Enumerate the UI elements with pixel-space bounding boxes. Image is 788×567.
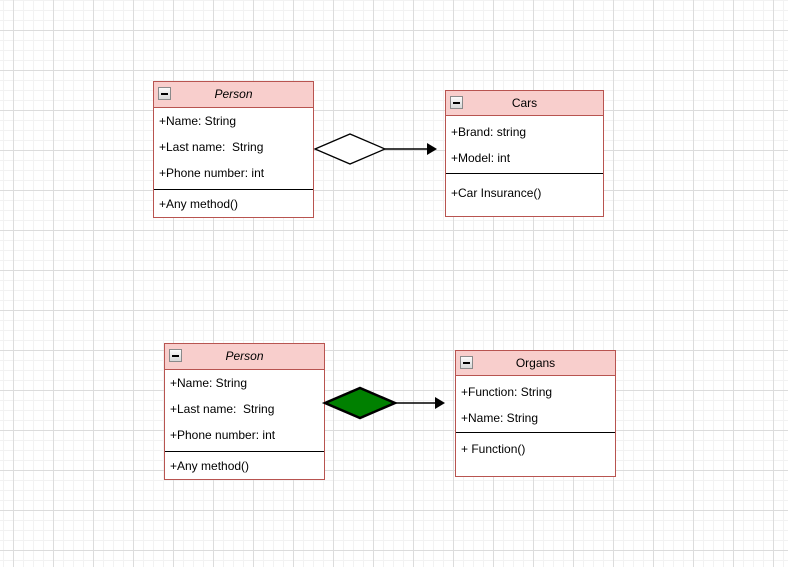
class-title: Organs xyxy=(515,356,556,370)
methods-compartment: +Any method() xyxy=(154,189,313,217)
minus-glyph xyxy=(463,362,470,364)
arrowhead-icon xyxy=(427,143,437,155)
minus-glyph xyxy=(161,93,168,95)
method-row: +Any method() xyxy=(170,459,250,473)
attribute-row: +Name: String xyxy=(159,114,237,128)
attribute-row: +Function: String xyxy=(461,385,553,399)
attributes-compartment: +Name: String +Last name: String +Phone … xyxy=(154,108,313,189)
uml-class-person-top[interactable]: Person +Name: String +Last name: String … xyxy=(153,81,314,218)
collapse-icon[interactable] xyxy=(460,356,473,369)
methods-compartment: + Function() xyxy=(456,432,615,476)
attributes-compartment: +Name: String +Last name: String +Phone … xyxy=(165,370,324,451)
attributes-compartment: +Function: String +Name: String xyxy=(456,376,615,432)
attribute-row: +Phone number: int xyxy=(170,428,276,442)
aggregation-diamond-icon xyxy=(313,133,387,165)
class-header: Person xyxy=(154,82,313,108)
aggregation-connector[interactable] xyxy=(313,131,445,167)
composition-connector[interactable] xyxy=(321,385,455,421)
class-title: Person xyxy=(214,87,253,101)
attribute-row: +Brand: string xyxy=(451,125,527,139)
collapse-icon[interactable] xyxy=(450,96,463,109)
attribute-row: +Last name: String xyxy=(170,402,275,416)
attributes-compartment: +Brand: string +Model: int xyxy=(446,116,603,173)
collapse-icon[interactable] xyxy=(158,87,171,100)
attribute-row: +Phone number: int xyxy=(159,166,265,180)
attribute-row: +Name: String xyxy=(461,411,539,425)
class-header: Cars xyxy=(446,91,603,116)
method-row: +Car Insurance() xyxy=(451,186,542,200)
attribute-row: +Name: String xyxy=(170,376,248,390)
uml-class-cars[interactable]: Cars +Brand: string +Model: int +Car Ins… xyxy=(445,90,604,217)
minus-glyph xyxy=(172,355,179,357)
collapse-icon[interactable] xyxy=(169,349,182,362)
method-row: + Function() xyxy=(461,442,526,456)
composition-diamond-icon xyxy=(321,386,399,420)
methods-compartment: +Any method() xyxy=(165,451,324,479)
class-title: Person xyxy=(225,349,264,363)
attribute-row: +Model: int xyxy=(451,151,511,165)
class-title: Cars xyxy=(511,96,538,110)
uml-class-organs[interactable]: Organs +Function: String +Name: String +… xyxy=(455,350,616,477)
minus-glyph xyxy=(453,102,460,104)
arrowhead-icon xyxy=(435,397,445,409)
method-row: +Any method() xyxy=(159,197,239,211)
uml-class-person-bottom[interactable]: Person +Name: String +Last name: String … xyxy=(164,343,325,480)
attribute-row: +Last name: String xyxy=(159,140,264,154)
methods-compartment: +Car Insurance() xyxy=(446,173,603,216)
class-header: Person xyxy=(165,344,324,370)
class-header: Organs xyxy=(456,351,615,376)
